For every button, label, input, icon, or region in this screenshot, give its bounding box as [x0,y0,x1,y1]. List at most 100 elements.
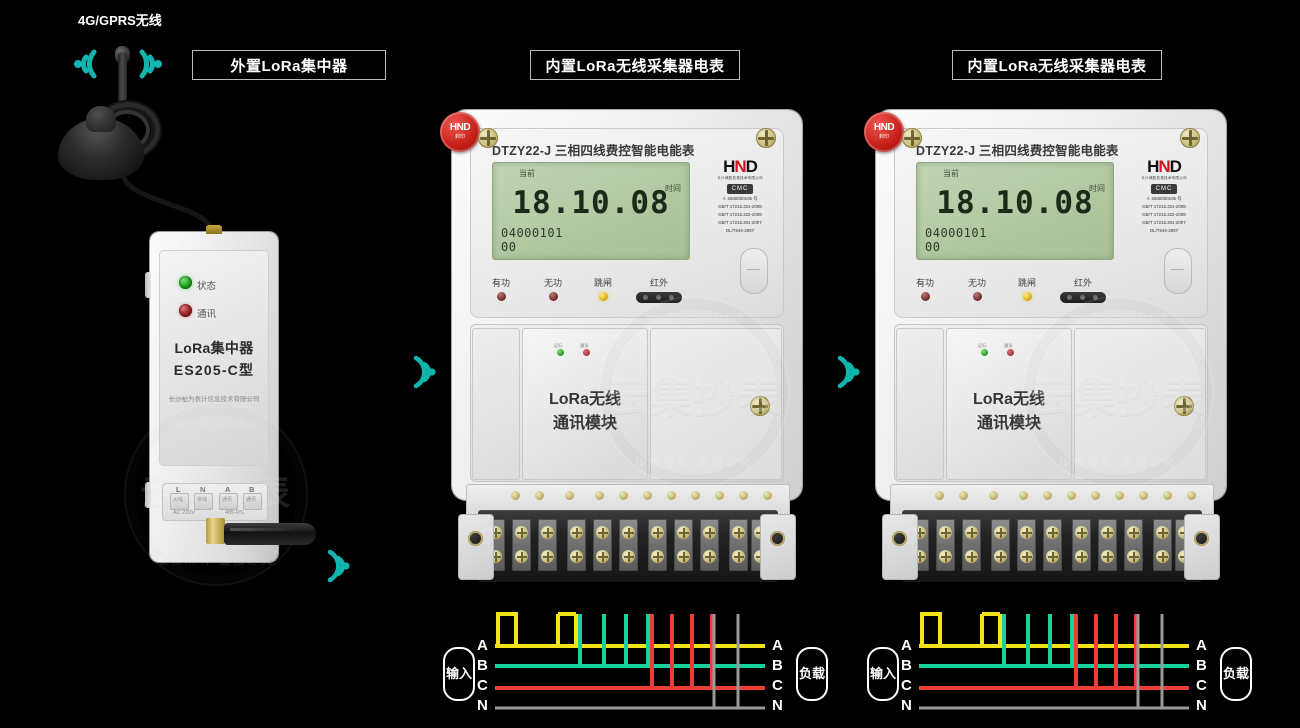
meter-brand-block: HND 长沙威胜信息技术有限公司 CMC ⚛ 2600000105 号 GB/T… [1134,158,1194,258]
antenna-base-neck [86,106,116,132]
meter-lower-panel: 运行 通讯 LoRa无线 通讯模块 [470,324,784,482]
lora-concentrator-device: 状态 通讯 LoRa集中器 ES205-C型 长沙祉为表计信息技术有限公司 L … [124,225,308,586]
lcd-current-label: 当前 [519,169,535,178]
label-builtin-lora-meter-2: 内置LoRa无线采集器电表 [952,50,1162,80]
lora-module-title-1: LoRa无线 [548,391,621,408]
lora-module-plate: 运行 通讯 LoRa无线 通讯模块 [522,328,648,480]
lcd-sub-value-2: 00 [925,240,941,254]
lora-led-comm [583,349,590,356]
indicator-trip: 跳闸 [594,276,612,301]
comm-led [179,304,192,317]
meter-lower-panel: 运行 通讯 LoRa无线 通讯模块 [894,324,1208,482]
cmc-mark: CMC [1151,184,1177,194]
cert-line-1: ⚛ 2600000105 号 [1146,196,1182,201]
concentrator-company-name: 长沙祉为表计信息技术有限公司 [168,396,260,403]
lcd-time-label: 时间 [665,184,681,193]
label-external-lora-concentrator: 外置LoRa集中器 [192,50,386,80]
signal-icon-4g-right [136,42,168,86]
lcd-main-value: 18.10.08 [512,185,670,221]
concentrator-mount-tab-bottom [145,482,151,508]
meter-indicator-row: 有功 无功 跳闸 红外 [916,276,1116,310]
signal-icon-meter-1 [408,352,442,392]
meter-seal-sticker: HND 封印 [864,112,904,152]
lora-module-title-2: 通讯模块 [976,415,1041,432]
status-led [179,276,192,289]
lora-module-title-1: LoRa无线 [972,391,1045,408]
hnd-logo: HND [1147,157,1182,176]
terminal-sub-l: 火线 [173,497,184,503]
terminal-sub-a: 通讯 [222,497,233,503]
indicator-reactive-power: 无功 [544,276,562,301]
indicator-reactive-power: 无功 [968,276,986,301]
meter-side-panel-left [896,328,944,480]
cert-line-5: DL/T645-2007 [725,227,755,233]
cert-line-3: GB/T 17215.322-2008 [718,211,762,217]
terminal-sub-n: 零线 [197,497,208,503]
cert-line-4: GB/T 17215.301-2007 [1142,219,1186,225]
cert-line-2: GB/T 17215.321-2008 [1142,203,1186,209]
input-pill-1: 输入 [443,647,475,701]
indicator-active-power: 有功 [916,276,934,301]
meter-shell: DTZY22-J 三相四线费控智能电能表 当前 时间 18.10.08 0400… [452,110,802,500]
meter-side-panel-left [472,328,520,480]
terminal-sub-b: 通讯 [246,497,257,503]
lora-antenna [224,523,316,545]
meter-shell: DTZY22-J 三相四线费控智能电能表 当前 时间 18.10.08 0400… [876,110,1226,500]
meter-screw-top-right [1180,128,1200,148]
meter-upper-panel: DTZY22-J 三相四线费控智能电能表 当前 时间 18.10.08 0400… [470,128,784,318]
cover-screw-right [1174,396,1194,416]
antenna-rod [118,52,127,114]
terminal-label-a: A [225,485,231,494]
terminal-block-body [902,510,1202,582]
label-4g-wireless: 4G/GPRS无线 [78,13,162,28]
terminal-label-b: B [249,485,255,494]
load-pill-1: 负载 [796,647,828,701]
sma-connector [206,518,225,544]
antenna-magnetic-base [58,106,144,180]
lora-module-title-2: 通讯模块 [552,415,617,432]
concentrator-title: LoRa集中器 [174,340,254,356]
cert-line-5: DL/T645-2007 [1149,227,1179,233]
cmc-mark: CMC [727,184,753,194]
status-led-label: 状态 [197,281,217,292]
signal-icon-4g-left [68,42,100,86]
terminal-mount-ear-right [1184,514,1220,580]
lora-module-leds: 运行 通讯 [549,343,619,361]
meter-model-text: DTZY22-J 三相四线费控智能电能表 [916,144,1119,158]
meter-button-panel[interactable] [1164,248,1192,294]
meter-button-panel[interactable] [740,248,768,294]
lora-led-run [557,349,564,356]
meter-terminal-block [882,484,1220,596]
load-pill-2: 负载 [1220,647,1252,701]
meter-seal-sticker: HND 封印 [440,112,480,152]
lora-led-run [981,349,988,356]
terminal-mount-ear-left [458,514,494,580]
lcd-main-value: 18.10.08 [936,185,1094,221]
lora-led-comm [1007,349,1014,356]
lora-module-leds: 运行 通讯 [973,343,1043,361]
concentrator-model: ES205-C型 [173,362,255,378]
meter-lcd-display: 当前 时间 18.10.08 04000101 00 [492,162,690,260]
cert-line-3: GB/T 17215.322-2008 [1142,211,1186,217]
meter-screw-top-right [756,128,776,148]
meter-screw-top-left [902,128,922,148]
input-pill-2: 输入 [867,647,899,701]
lcd-current-label: 当前 [943,169,959,178]
concentrator-mount-tab-top [145,272,151,298]
smart-meter-2: DTZY22-J 三相四线费控智能电能表 当前 时间 18.10.08 0400… [864,110,1226,610]
concentrator-top-connector [206,225,222,234]
terminal-label-l: L [176,485,181,494]
smart-meter-1: DTZY22-J 三相四线费控智能电能表 当前 时间 18.10.08 0400… [440,110,802,610]
terminal-label-n: N [200,485,206,494]
terminal-footer-rs485: 485-RS [225,510,244,516]
terminal-mount-ear-right [760,514,796,580]
signal-icon-meter-2 [832,352,866,392]
indicator-infrared: 红外 [1060,276,1106,303]
comm-led-label: 通讯 [197,309,217,320]
meter-screw-top-left [478,128,498,148]
